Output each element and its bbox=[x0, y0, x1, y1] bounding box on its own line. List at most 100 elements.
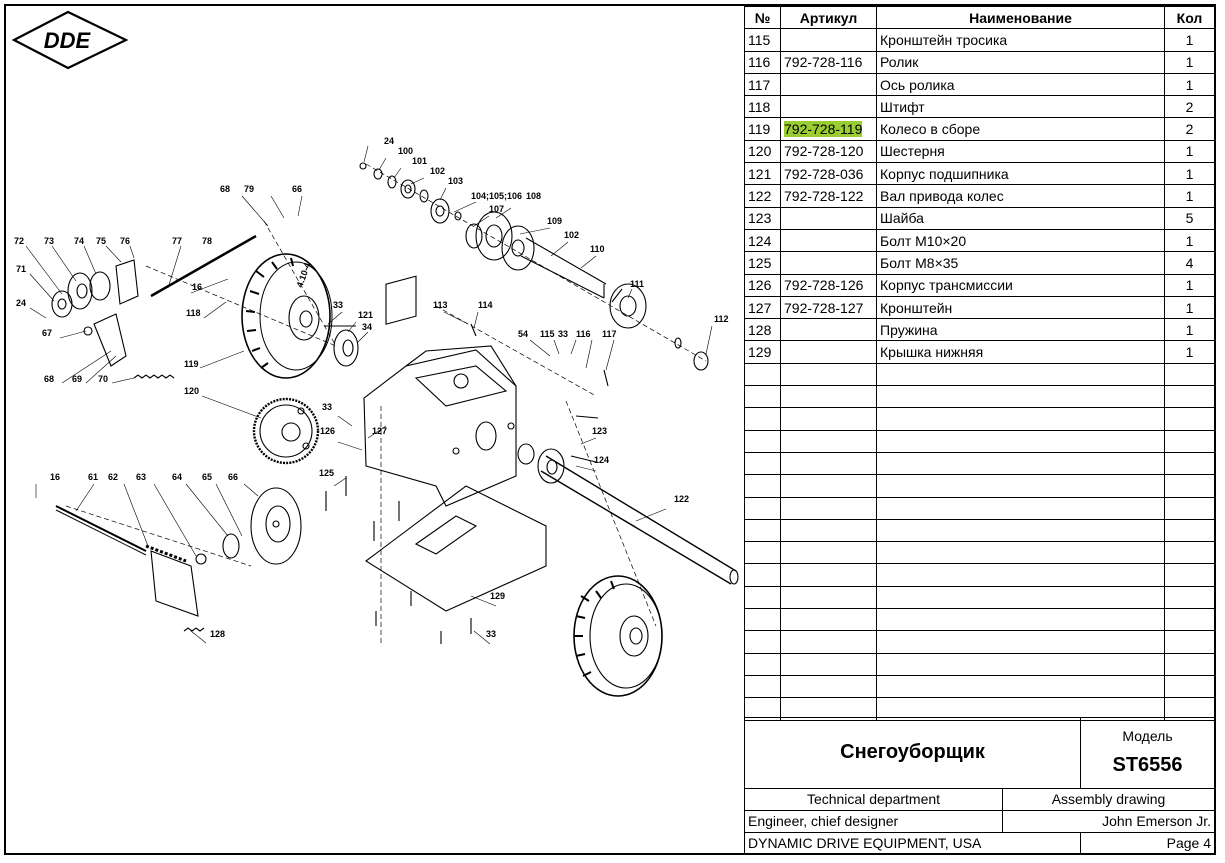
callout: 101 bbox=[412, 156, 427, 166]
cell-article bbox=[780, 28, 877, 52]
header-qty: Кол bbox=[1164, 5, 1215, 30]
cell-qty: 1 bbox=[1164, 162, 1215, 186]
department: Technical department bbox=[744, 787, 1003, 811]
cell-name: Шестерня bbox=[876, 139, 1165, 164]
callout: 77 bbox=[172, 236, 182, 246]
empty-cell bbox=[780, 429, 877, 453]
callout: 75 bbox=[96, 236, 106, 246]
company: DYNAMIC DRIVE EQUIPMENT, USA bbox=[743, 831, 1082, 856]
callout: 116 bbox=[576, 329, 591, 339]
cell-num: 127 bbox=[744, 295, 781, 320]
callout: 71 bbox=[16, 264, 26, 274]
empty-cell bbox=[1164, 630, 1215, 654]
callout: 102 bbox=[564, 230, 579, 240]
cell-name: Крышка нижняя bbox=[876, 340, 1165, 364]
empty-cell bbox=[876, 630, 1165, 654]
callout-labels: 24 100 101 102 103 104;105;106 107 108 1… bbox=[14, 136, 729, 639]
cell-qty: 1 bbox=[1164, 295, 1215, 320]
callout: 118 bbox=[186, 308, 201, 318]
callout: 73 bbox=[44, 236, 54, 246]
empty-cell bbox=[876, 474, 1165, 498]
cell-article bbox=[780, 95, 877, 119]
cell-qty: 1 bbox=[1164, 184, 1215, 208]
model-label: Модель bbox=[1080, 716, 1216, 744]
cell-name: Корпус трансмиссии bbox=[876, 273, 1165, 297]
callout: 66 bbox=[292, 184, 302, 194]
cell-num: 128 bbox=[744, 318, 781, 342]
cell-num: 119 bbox=[744, 117, 781, 141]
cell-num: 117 bbox=[744, 72, 781, 97]
empty-cell bbox=[744, 652, 781, 676]
cell-article: 792-728-119 bbox=[780, 117, 877, 141]
empty-cell bbox=[780, 541, 877, 565]
empty-cell bbox=[876, 541, 1165, 565]
callout: 120 bbox=[184, 386, 199, 396]
cell-num: 123 bbox=[744, 206, 781, 230]
cell-article bbox=[780, 228, 877, 253]
cell-qty: 1 bbox=[1164, 28, 1215, 52]
empty-cell bbox=[744, 451, 781, 476]
empty-cell bbox=[1164, 608, 1215, 632]
callout: 72 bbox=[14, 236, 24, 246]
empty-cell bbox=[1164, 451, 1215, 476]
empty-table-row bbox=[744, 385, 1215, 409]
empty-cell bbox=[876, 385, 1165, 409]
callout: 111 bbox=[630, 279, 644, 289]
callout: 112 bbox=[714, 314, 729, 324]
cell-article bbox=[780, 318, 877, 342]
page-frame bbox=[4, 4, 1216, 855]
cell-num: 125 bbox=[744, 251, 781, 275]
header-article: Артикул bbox=[780, 5, 877, 30]
callout: 128 bbox=[210, 629, 225, 639]
empty-cell bbox=[876, 563, 1165, 587]
cell-name: Ось ролика bbox=[876, 72, 1165, 97]
callout: 126 bbox=[320, 426, 335, 436]
empty-cell bbox=[780, 451, 877, 476]
cell-article bbox=[780, 340, 877, 364]
cell-qty: 2 bbox=[1164, 117, 1215, 141]
empty-table-row bbox=[744, 652, 1215, 676]
empty-cell bbox=[744, 541, 781, 565]
callout: 122 bbox=[674, 494, 689, 504]
callout: 104;105;106 bbox=[471, 191, 522, 201]
callout: 33 bbox=[558, 329, 568, 339]
callout: 64 bbox=[172, 472, 182, 482]
empty-cell bbox=[876, 407, 1165, 431]
cell-num: 126 bbox=[744, 273, 781, 297]
empty-cell bbox=[1164, 563, 1215, 587]
leader-lines bbox=[25, 145, 713, 645]
cell-name: Ролик bbox=[876, 50, 1165, 74]
cell-name: Болт М10×20 bbox=[876, 228, 1165, 253]
drive-shaft-assembly bbox=[359, 162, 709, 371]
empty-table-row bbox=[744, 674, 1215, 699]
callout: 24 bbox=[384, 136, 394, 146]
callout: 119 bbox=[184, 359, 199, 369]
callout: 124 bbox=[594, 455, 609, 465]
empty-table-row bbox=[744, 496, 1215, 520]
logo-text: DDE bbox=[44, 28, 92, 53]
cell-article: 792-728-036 bbox=[780, 162, 877, 186]
empty-table-row bbox=[744, 541, 1215, 565]
cell-num: 124 bbox=[744, 228, 781, 253]
doc-type: Assembly drawing bbox=[1001, 787, 1216, 811]
callout: 33 bbox=[333, 300, 343, 310]
cell-qty: 1 bbox=[1164, 340, 1215, 364]
empty-table-row bbox=[744, 362, 1215, 387]
callout: 68 bbox=[44, 374, 54, 384]
callout: 24 bbox=[16, 298, 26, 308]
empty-table-row bbox=[744, 608, 1215, 632]
engineer: John Emerson Jr. bbox=[1001, 809, 1216, 833]
cell-name: Шайба bbox=[876, 206, 1165, 230]
cell-article bbox=[780, 72, 877, 97]
callout: 78 bbox=[202, 236, 212, 246]
callout: 67 bbox=[42, 328, 52, 338]
bearing-housing bbox=[324, 325, 359, 367]
callout: 123 bbox=[592, 426, 607, 436]
empty-table-row bbox=[744, 630, 1215, 654]
callout: 115 bbox=[540, 329, 555, 339]
